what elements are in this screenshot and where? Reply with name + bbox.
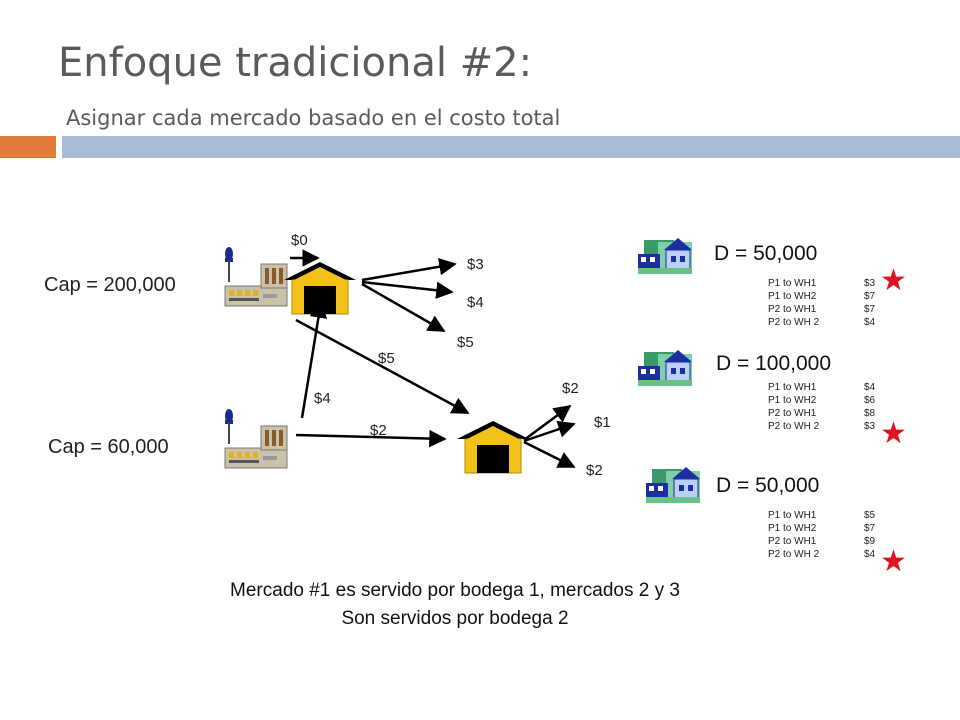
slide-title: Enfoque tradicional #2:	[58, 40, 533, 86]
summary-line-1: Mercado #1 es servido por bodega 1, merc…	[230, 580, 680, 601]
cost-p1-wh1: $0	[291, 232, 308, 249]
cost-wh2-m3: $2	[586, 462, 603, 479]
market3-route-table: P1 to WH1$5 P1 to WH2$7 P2 to WH1$9 P2 t…	[768, 509, 894, 561]
arrow-p2-wh2	[295, 429, 447, 448]
star-icon-market1-best: ★	[880, 264, 907, 297]
arrow-wh2-m2	[523, 420, 576, 443]
arrow-wh2-m1	[523, 404, 572, 442]
route-row: P2 to WH1$9	[768, 536, 876, 547]
factory-icon-plant2	[224, 408, 288, 469]
cost-wh1-m1: $3	[467, 256, 484, 273]
route-row: P1 to WH2$7	[768, 523, 876, 534]
route-row: P2 to WH 2$4	[768, 549, 876, 560]
house-icon-market3	[645, 466, 701, 504]
header-bar-blue	[62, 136, 960, 158]
factory-icon-plant1	[224, 246, 288, 307]
house-icon-market2	[637, 349, 693, 387]
arrow-p1-wh2	[295, 318, 470, 415]
star-icon-market3-best: ★	[880, 545, 907, 578]
warehouse-icon-wh2	[456, 420, 530, 474]
market3-demand: D = 50,000	[716, 474, 820, 497]
market1-route-table: P1 to WH1$3 P1 to WH2$7 P2 to WH1$7 P2 t…	[768, 277, 894, 329]
route-row: P1 to WH1$5	[768, 510, 876, 521]
route-row: P1 to WH2$6	[768, 395, 876, 406]
arrow-wh2-m3	[523, 440, 576, 469]
arrow-wh1-m1	[361, 258, 457, 282]
cost-wh2-m2: $1	[594, 414, 611, 431]
route-row: P1 to WH1$3	[768, 278, 876, 289]
house-icon-market1	[637, 237, 693, 275]
cost-wh2-m1: $2	[562, 380, 579, 397]
cost-p1-wh2: $5	[378, 350, 395, 367]
route-row: P2 to WH 2$3	[768, 421, 876, 432]
arrow-wh1-m2	[361, 280, 454, 299]
arrow-p2-wh1	[300, 300, 328, 419]
slide-subtitle: Asignar cada mercado basado en el costo …	[66, 106, 561, 130]
cost-wh1-m2: $4	[467, 294, 484, 311]
arrow-wh1-m3	[361, 282, 446, 333]
cost-p2-wh1: $4	[314, 390, 331, 407]
plant1-capacity: Cap = 200,000	[44, 274, 176, 296]
header-bar-orange	[0, 136, 56, 158]
star-icon-market2-best: ★	[880, 417, 907, 450]
cost-wh1-m3: $5	[457, 334, 474, 351]
route-row: P2 to WH1$8	[768, 408, 876, 419]
cost-p2-wh2: $2	[370, 422, 387, 439]
route-row: P2 to WH1$7	[768, 304, 876, 315]
market1-demand: D = 50,000	[714, 242, 818, 265]
route-row: P1 to WH1$4	[768, 382, 876, 393]
summary-line-2: Son servidos por bodega 2	[341, 608, 569, 629]
route-row: P2 to WH 2$4	[768, 317, 876, 328]
plant2-capacity: Cap = 60,000	[48, 436, 169, 458]
market2-route-table: P1 to WH1$4 P1 to WH2$6 P2 to WH1$8 P2 t…	[768, 381, 894, 433]
market2-demand: D = 100,000	[716, 352, 832, 375]
route-row: P1 to WH2$7	[768, 291, 876, 302]
